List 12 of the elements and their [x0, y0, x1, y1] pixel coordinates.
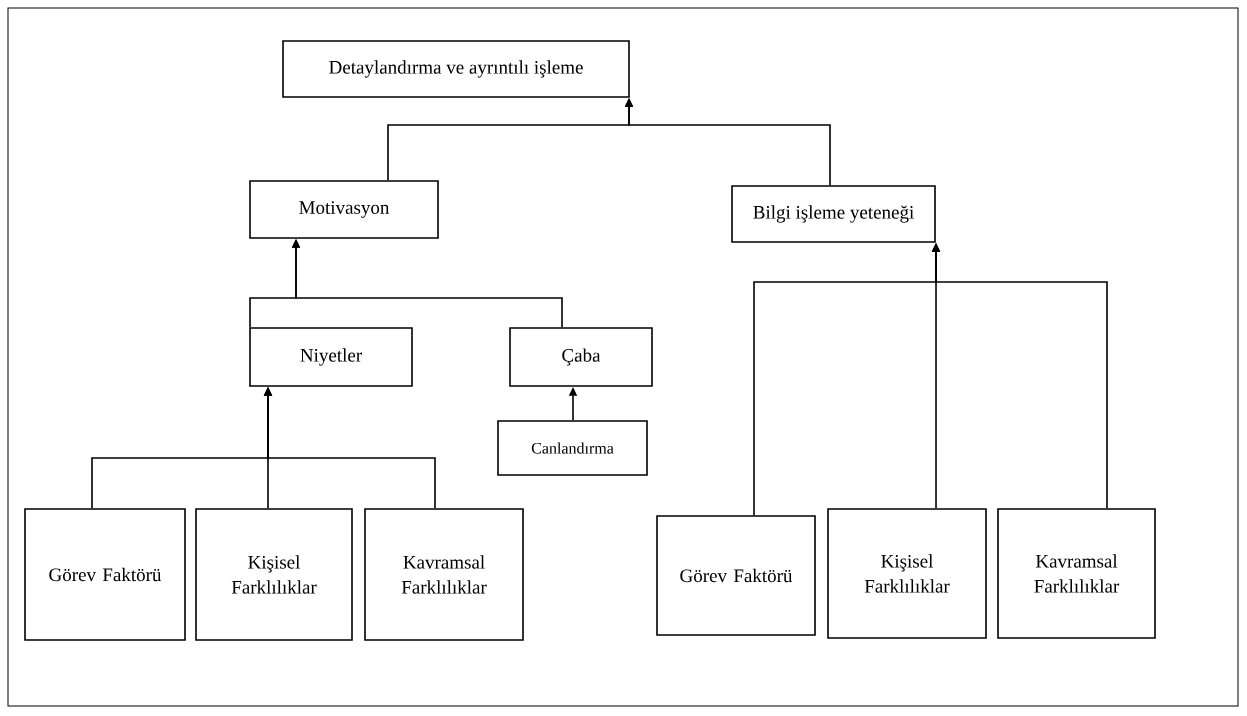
box: Görev Faktörü: [24, 508, 186, 641]
box: Canlandırma: [497, 420, 648, 476]
box: Kişisel Farklılıklar: [195, 508, 353, 641]
box: Motivasyon: [249, 180, 439, 239]
box: Detaylandırma ve ayrıntılı işleme: [282, 40, 630, 98]
box: Kavramsal Farklılıklar: [364, 508, 524, 641]
box: Bilgi işleme yeteneği: [731, 185, 936, 243]
box: Görev Faktörü: [656, 515, 816, 636]
box: Çaba: [509, 327, 653, 387]
box: Kavramsal Farklılıklar: [997, 508, 1156, 639]
box: Kişisel Farklılıklar: [827, 508, 987, 639]
box: Niyetler: [249, 327, 413, 387]
